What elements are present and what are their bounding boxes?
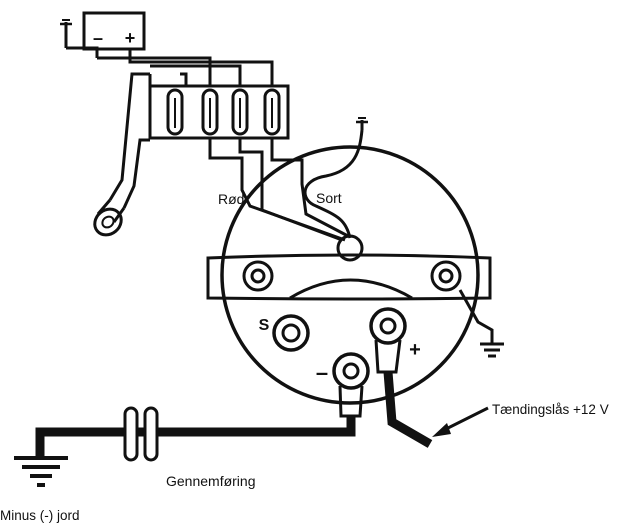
ignition-arrow bbox=[432, 406, 489, 437]
ground-symbol bbox=[14, 456, 68, 487]
gauge-body bbox=[206, 145, 492, 405]
minus-terminal-label: – bbox=[316, 360, 328, 385]
connector-cable bbox=[96, 72, 152, 223]
plus-terminal bbox=[369, 307, 407, 374]
s-terminal-label: S bbox=[259, 317, 270, 334]
ignition-label: Tændingslås +12 V bbox=[492, 402, 609, 417]
s-terminal bbox=[272, 314, 310, 352]
chassis-ground-symbol bbox=[458, 289, 504, 358]
ground-wire bbox=[35, 416, 356, 456]
battery-plus-label: + bbox=[125, 28, 136, 48]
grommet-label: Gennemføring bbox=[166, 473, 255, 489]
plug-tip bbox=[93, 207, 123, 237]
ground-label: Minus (-) jord bbox=[0, 508, 80, 523]
grommet bbox=[123, 406, 159, 462]
red-black-wires bbox=[208, 117, 368, 242]
minus-terminal bbox=[332, 352, 370, 418]
battery-symbol: – + bbox=[60, 11, 146, 58]
battery-minus-label: – bbox=[93, 28, 103, 48]
ignition-wire bbox=[383, 371, 433, 448]
plus-terminal-label: + bbox=[409, 339, 421, 361]
red-wire-label: Rød bbox=[218, 191, 244, 207]
battery-wires bbox=[97, 56, 274, 86]
black-wire-label: Sort bbox=[316, 190, 342, 206]
connector-block bbox=[148, 84, 290, 140]
